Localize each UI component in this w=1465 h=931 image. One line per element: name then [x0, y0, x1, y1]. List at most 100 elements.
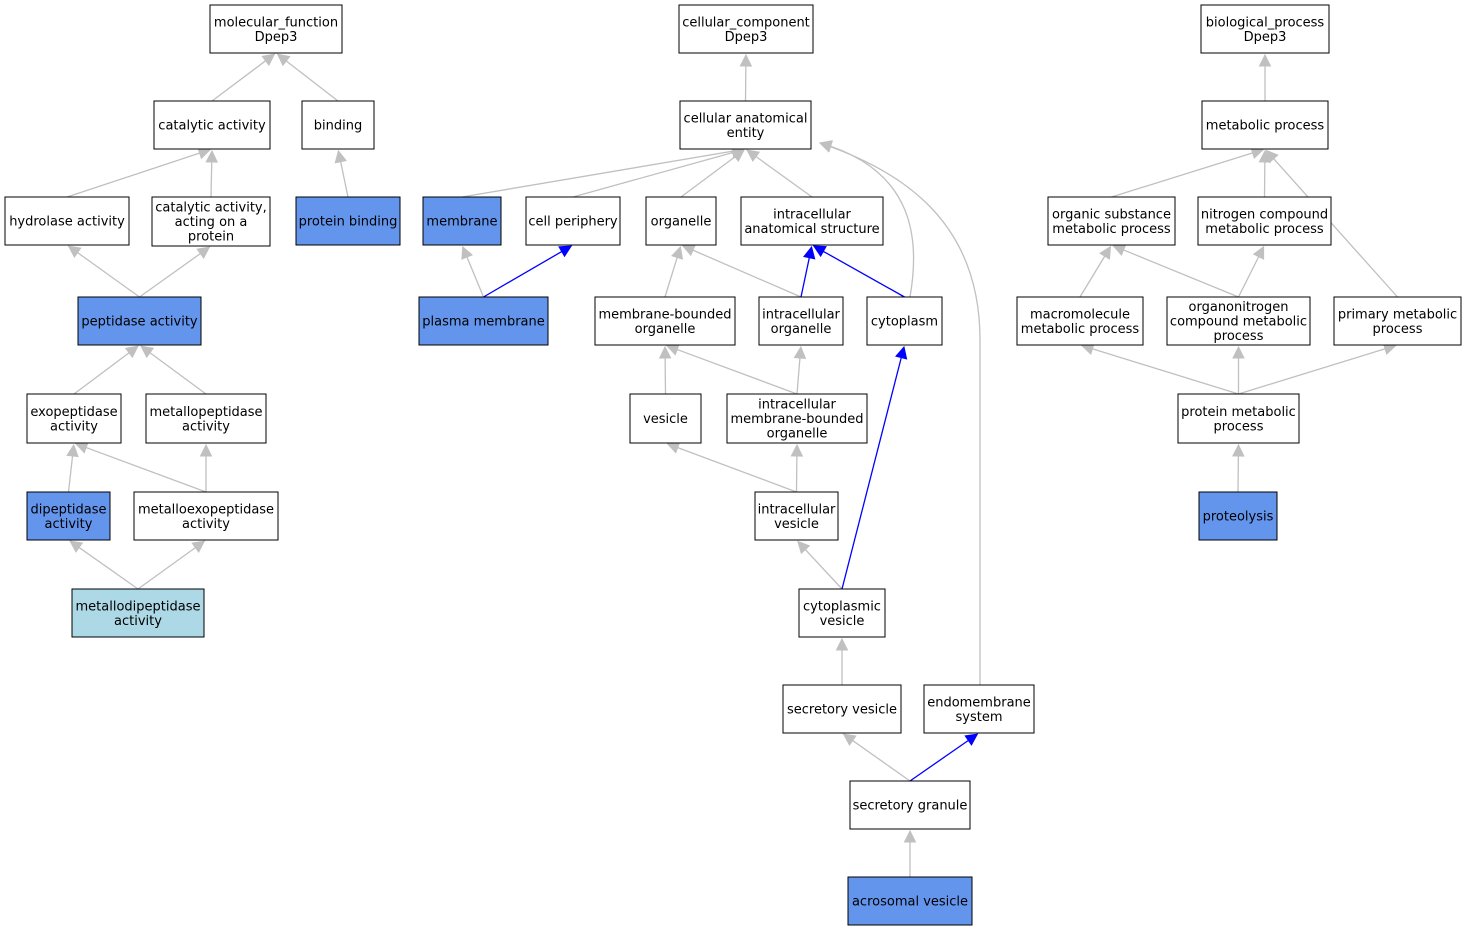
edge-plasma-membrane-to-cell-periphery-arrowhead [558, 245, 573, 258]
node-box [754, 491, 839, 541]
edge-hydrolase-activity-to-catalytic-activity [66, 152, 201, 198]
node-label-line: anatomical structure [744, 222, 879, 237]
edge-metallodipeptidase-activity-to-dipeptidase-activity [77, 546, 139, 590]
edge-organic-substance-mp-to-metabolic-process [1111, 151, 1254, 198]
edge-macromolecule-mp-to-organic-substance-mp-arrowhead [1099, 245, 1112, 260]
node-box [923, 684, 1035, 734]
node-label-line: catalytic activity [158, 119, 266, 134]
node-box [26, 393, 122, 444]
node-box [151, 196, 271, 247]
node-hydrolase-activity[interactable]: hydrolase activity [4, 196, 130, 246]
edge-metallopeptidase-activity-to-peptidase-activity [148, 351, 207, 395]
node-secretory-vesicle[interactable]: secretory vesicle [782, 684, 902, 734]
node-catalytic-activity[interactable]: catalytic activity [153, 100, 271, 150]
edge-intracellular-vesicle-to-intracellular-mbo-arrowhead [790, 443, 804, 457]
node-protein-binding[interactable]: protein binding [295, 196, 401, 246]
edge-binding-to-mf-root-arrowhead [276, 53, 291, 67]
node-cell-periphery[interactable]: cell periphery [525, 196, 621, 246]
node-vesicle[interactable]: vesicle [629, 393, 702, 444]
edge-organelle-to-cellular-anatomical-entity-arrowhead [730, 149, 745, 163]
node-box [678, 4, 814, 54]
edge-intracellular-anatomical-structure-to-cellular-anatomical-entity-arrowhead [746, 149, 761, 163]
edge-intracellular-mbo-to-intracellular-organelle [796, 356, 801, 395]
edge-intracellular-organelle-to-intracellular-anatomical-structure-arrowhead [803, 245, 816, 260]
node-binding[interactable]: binding [301, 100, 375, 150]
node-label-line: peptidase activity [81, 315, 198, 330]
edge-endomembrane-system-to-cellular-anatomical-entity [819, 142, 981, 685]
node-box [594, 296, 736, 346]
edge-organonitrogen-cmp-to-organic-substance-mp [1122, 248, 1239, 298]
node-label-line: activity [50, 419, 98, 434]
edge-peptidase-activity-to-catalytic-protein [139, 252, 202, 298]
edge-protein-binding-to-binding [339, 160, 349, 198]
node-label-line: plasma membrane [422, 315, 545, 330]
node-label-line: secretory granule [853, 799, 968, 814]
edge-protein-mp-to-macromolecule-mp [1091, 347, 1239, 395]
node-proteolysis[interactable]: proteolysis [1198, 491, 1278, 541]
node-label-line: cytoplasm [871, 315, 938, 330]
edge-peptidase-activity-to-catalytic-protein-arrowhead [196, 246, 211, 259]
edge-protein-mp-to-organonitrogen-cmp-arrowhead [1232, 345, 1245, 359]
node-box [133, 491, 279, 541]
node-peptidase-activity[interactable]: peptidase activity [77, 296, 202, 346]
node-plasma-membrane[interactable]: plasma membrane [418, 296, 549, 346]
edge-membrane-bounded-organelle-to-organelle-arrowhead [670, 245, 684, 260]
edge-metalloexopeptidase-activity-to-exopeptidase-activity [85, 446, 207, 493]
node-box [418, 296, 549, 346]
edge-plasma-membrane-to-cell-periphery [483, 250, 563, 298]
node-box [525, 196, 621, 246]
edge-primary-mp-to-metabolic-process [1272, 157, 1398, 298]
node-label-line: metallodipeptidase [76, 599, 201, 614]
node-metabolic-process[interactable]: metabolic process [1201, 100, 1329, 150]
edge-cytoplasmic-vesicle-to-intracellular-vesicle-arrowhead [797, 540, 811, 555]
node-box [209, 4, 343, 54]
edge-metallopeptidase-activity-to-peptidase-activity-arrowhead [140, 345, 155, 359]
node-label-line: endomembrane [927, 695, 1031, 710]
edge-cellular-anatomical-entity-to-cc-root-arrowhead [739, 53, 753, 67]
edge-intracellular-organelle-to-organelle-arrowhead [681, 244, 696, 257]
node-label-line: dipeptidase [30, 502, 106, 517]
node-secretory-granule[interactable]: secretory granule [849, 780, 971, 830]
node-organelle[interactable]: organelle [645, 196, 717, 246]
node-box [295, 196, 401, 246]
edge-intracellular-anatomical-structure-to-cellular-anatomical-entity [754, 155, 813, 198]
edge-metalloexopeptidase-activity-to-exopeptidase-activity-arrowhead [74, 441, 89, 454]
edge-secretory-vesicle-to-cytoplasmic-vesicle-arrowhead [835, 637, 849, 651]
node-label-line: Dpep3 [255, 30, 298, 45]
edge-layer [66, 53, 1398, 877]
edge-cytoplasmic-vesicle-to-intracellular-vesicle [804, 548, 843, 590]
edge-exopeptidase-activity-to-peptidase-activity [73, 351, 131, 395]
node-label-line: catalytic activity, [155, 201, 267, 216]
node-label-line: entity [727, 126, 765, 141]
edge-acrosomal-vesicle-to-secretory-granule-arrowhead [903, 829, 917, 843]
node-membrane[interactable]: membrane [422, 196, 502, 246]
node-label-line: vesicle [820, 614, 865, 629]
node-cytoplasm[interactable]: cytoplasm [866, 296, 943, 346]
node-acrosomal-vesicle[interactable]: acrosomal vesicle [847, 876, 973, 926]
edge-metalloexopeptidase-activity-to-metallopeptidase-activity-arrowhead [199, 443, 213, 457]
edge-primary-mp-to-metabolic-process-arrowhead [1265, 149, 1279, 164]
